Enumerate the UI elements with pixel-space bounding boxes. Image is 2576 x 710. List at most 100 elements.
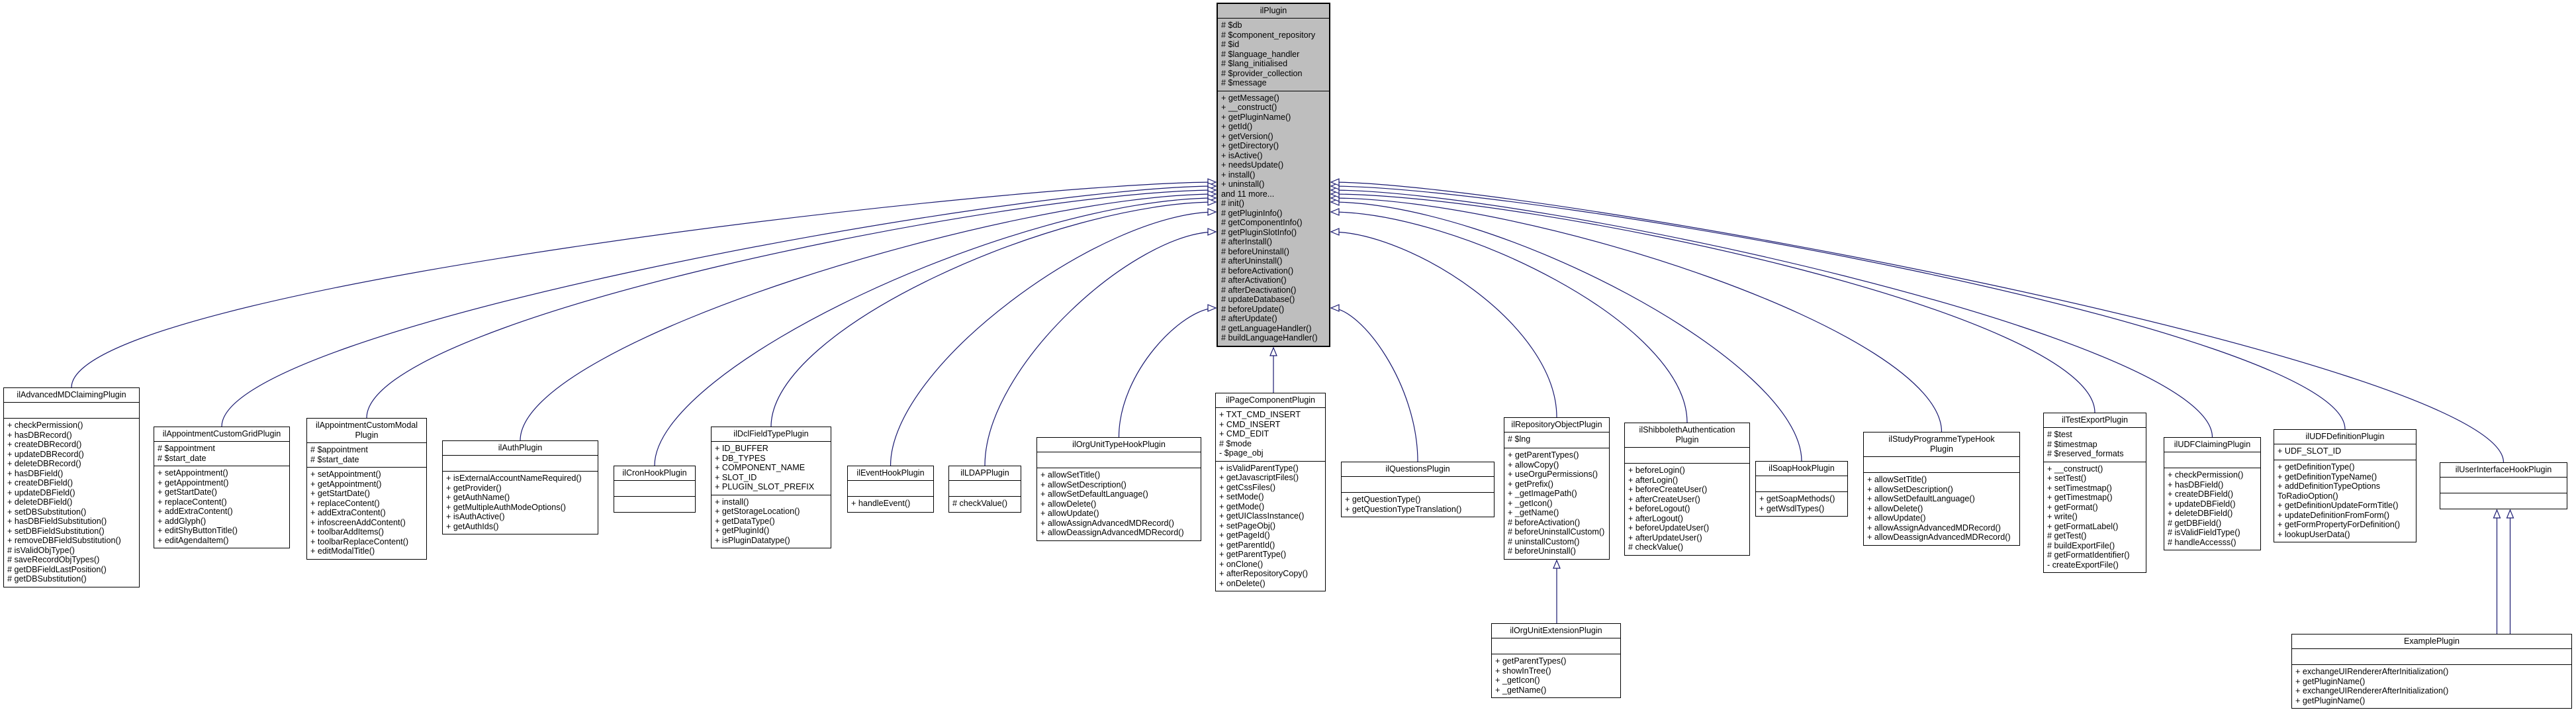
class-member: # $db: [1221, 21, 1242, 30]
class-member: + getPluginName(): [1221, 112, 1291, 122]
class-member: + allowAssignAdvancedMDRecord(): [1867, 523, 2001, 532]
class-attributes-section: [1342, 476, 1494, 492]
class-member: + isActive(): [1221, 150, 1263, 160]
inheritance-edge-ilappointmentcustommodalplugin-to-ilplugin: [366, 186, 1217, 419]
class-member: + showInTree(): [1495, 666, 1551, 676]
class-box-iluserinterfacehookplugin[interactable]: ilUserInterfaceHookPlugin: [2440, 462, 2567, 509]
class-member: + isValidParentType(): [1219, 463, 1299, 473]
class-member: + getAppointment(): [158, 478, 229, 487]
class-attributes-section: # $db# $component_repository# $id# $lang…: [1218, 18, 1329, 91]
class-member: + getTimestmap(): [2047, 493, 2113, 502]
class-attributes-section: [443, 455, 598, 471]
class-member: # $message: [1221, 78, 1267, 87]
class-member: # beforeUninstallCustom(): [1508, 527, 1605, 536]
class-member: # $lang_initialised: [1221, 59, 1288, 68]
class-box-ilsoaphookplugin[interactable]: ilSoapHookPlugin+ getSoapMethods()+ getW…: [1755, 461, 1848, 517]
class-member: + allowAssignAdvancedMDRecord(): [1040, 518, 1174, 528]
inheritance-edge-iludfclaimingplugin-to-ilplugin: [1330, 186, 2213, 438]
class-box-iludfdefinitionplugin[interactable]: ilUDFDefinitionPlugin+ UDF_SLOT_ID+ getD…: [2274, 429, 2416, 542]
class-attributes-section: # $appointment# $start_date: [154, 441, 289, 466]
class-member: # $appointment: [158, 444, 215, 453]
class-member: + hasDBRecord(): [7, 430, 72, 440]
class-member: + checkPermission(): [7, 421, 83, 430]
class-member: + setTimestmap(): [2047, 483, 2112, 493]
class-member: # getDBFieldLastPosition(): [7, 564, 107, 574]
class-attributes-section: # $lng: [1504, 432, 1609, 448]
class-methods-section: + setAppointment()+ getAppointment()+ ge…: [154, 466, 289, 548]
class-box-iludfclaimingplugin[interactable]: ilUDFClaimingPlugin+ checkPermission()+ …: [2164, 437, 2261, 550]
inheritance-edge-ilorgunittypehookplugin-to-ilplugin: [1118, 304, 1217, 438]
class-member: + allowDeassignAdvancedMDRecord(): [1040, 528, 1184, 537]
class-member: + afterLogout(): [1628, 513, 1683, 523]
class-member: + CMD_EDIT: [1219, 429, 1269, 438]
class-box-ilorgunittypehookplugin[interactable]: ilOrgUnitTypeHookPlugin+ allowSetTitle()…: [1036, 437, 1201, 541]
class-member: + addDefinitionTypeOptions: [2277, 482, 2381, 491]
class-box-exampleplugin[interactable]: ExamplePlugin+ exchangeUIRendererAfterIn…: [2291, 634, 2572, 709]
class-member: + editModalTitle(): [310, 546, 375, 556]
class-member: + allowSetTitle(): [1867, 475, 1927, 484]
class-member: + afterLogin(): [1628, 475, 1679, 485]
class-methods-section: + getParentTypes()+ showInTree()+ _getIc…: [1492, 654, 1620, 697]
class-member: + getPluginName(): [2295, 676, 2366, 686]
class-methods-section: + isExternalAccountNameRequired()+ getPr…: [443, 471, 598, 534]
class-attributes-section: # $test# $timestmap# $reserved_formats: [2044, 427, 2146, 462]
class-methods-section: + allowSetTitle()+ allowSetDescription()…: [1864, 472, 2019, 545]
class-member: + SLOT_ID: [715, 472, 757, 482]
class-member: + getDefinitionUpdateFormTitle(): [2277, 501, 2399, 510]
inheritance-edge-iladvancedmdclaimingplugin-to-ilplugin: [71, 178, 1217, 388]
class-member: + isPluginDatatype(): [715, 535, 790, 545]
class-box-ilshibbolethauthenticationplugin[interactable]: ilShibbolethAuthentication Plugin+ befor…: [1624, 423, 1750, 556]
class-box-ilauthplugin[interactable]: ilAuthPlugin+ isExternalAccountNameRequi…: [442, 440, 598, 534]
class-member: + removeDBFieldSubstitution(): [7, 536, 121, 545]
class-member: + allowSetDefaultLanguage(): [1040, 489, 1148, 499]
class-member: + createDBField(): [7, 478, 73, 487]
class-member: + hasDBFieldSubstitution(): [7, 517, 107, 526]
inheritance-edge-ilauthplugin-to-ilplugin: [520, 190, 1217, 441]
class-box-iladvancedmdclaimingplugin[interactable]: ilAdvancedMDClaimingPlugin+ checkPermiss…: [3, 387, 140, 587]
class-member: + UDF_SLOT_ID: [2277, 446, 2342, 456]
class-methods-section: [614, 496, 695, 512]
class-member: # getPluginInfo(): [1221, 208, 1283, 218]
class-methods-section: + getMessage()+ __construct()+ getPlugin…: [1218, 90, 1329, 346]
class-title: ilAppointmentCustomModal Plugin: [316, 421, 418, 440]
inheritance-edge-ilquestionsplugin-to-ilplugin: [1330, 304, 1418, 462]
class-member: + onClone(): [1219, 559, 1264, 569]
class-member: + allowDelete(): [1040, 499, 1097, 509]
class-box-ilcronhookplugin[interactable]: ilCronHookPlugin: [614, 466, 696, 513]
class-box-ilappointmentcustommodalplugin[interactable]: ilAppointmentCustomModal Plugin# $appoin…: [306, 418, 427, 560]
inheritance-edge-ilrepositoryobjectplugin-to-ilplugin: [1330, 228, 1557, 418]
class-member: + getProvider(): [446, 483, 502, 493]
class-box-ileventhookplugin[interactable]: ilEventHookPlugin+ handleEvent(): [847, 466, 934, 513]
class-title: ilQuestionsPlugin: [1385, 464, 1450, 474]
class-box-ilstudyprogrammetypehookplugin[interactable]: ilStudyProgrammeTypeHook Plugin+ allowSe…: [1863, 432, 2020, 546]
class-box-illdapplugin[interactable]: ilLDAPPlugin# checkValue(): [948, 466, 1021, 513]
class-box-ilplugin[interactable]: ilPlugin # $db# $component_repository# $i…: [1217, 3, 1330, 347]
class-member: + uninstall(): [1221, 179, 1265, 189]
class-member: + setMode(): [1219, 492, 1264, 501]
class-member: # handleAccesss(): [2168, 537, 2236, 547]
class-member: + getCssFiles(): [1219, 482, 1276, 492]
class-member: + updateDefinitionFromForm(): [2277, 510, 2390, 520]
class-box-ilpagecomponentplugin[interactable]: ilPageComponentPlugin+ TXT_CMD_INSERT+ C…: [1215, 393, 1326, 591]
class-member: + setAppointment(): [158, 468, 228, 478]
class-box-iltestexportplugin[interactable]: ilTestExportPlugin# $test# $timestmap# $…: [2043, 413, 2146, 573]
class-box-ilquestionsplugin[interactable]: ilQuestionsPlugin+ getQuestionType()+ ge…: [1341, 462, 1495, 517]
class-member: + getDefinitionType(): [2277, 462, 2355, 472]
class-box-ildclfieldtypeplugin[interactable]: ilDclFieldTypePlugin+ ID_BUFFER+ DB_TYPE…: [711, 427, 831, 548]
class-member: # isValidFieldType(): [2168, 528, 2240, 537]
class-member: + getQuestionTypeTranslation(): [1345, 504, 1462, 514]
class-member: + setAppointment(): [310, 470, 381, 479]
class-title: ilPlugin: [1260, 6, 1287, 15]
class-member: + TXT_CMD_INSERT: [1219, 410, 1301, 419]
class-box-ilorgunitextensionplugin[interactable]: ilOrgUnitExtensionPlugin+ getParentTypes…: [1491, 623, 1621, 698]
class-member: # getPluginSlotInfo(): [1221, 227, 1297, 237]
class-methods-section: [2440, 493, 2567, 509]
class-member: + COMPONENT_NAME: [715, 463, 805, 472]
class-member: + allowUpdate(): [1867, 513, 1926, 523]
class-box-ilappointmentcustomgridplugin[interactable]: ilAppointmentCustomGridPlugin # $appointm…: [154, 427, 290, 548]
class-member: + editAgendaItem(): [158, 535, 229, 545]
class-box-ilrepositoryobjectplugin[interactable]: ilRepositoryObjectPlugin# $lng+ getParen…: [1504, 417, 1610, 560]
class-title: ilAppointmentCustomGridPlugin: [162, 429, 281, 438]
class-member: + exchangeUIRendererAfterInitialization(…: [2295, 667, 2449, 676]
class-member: + beforeUpdateUser(): [1628, 523, 1710, 532]
